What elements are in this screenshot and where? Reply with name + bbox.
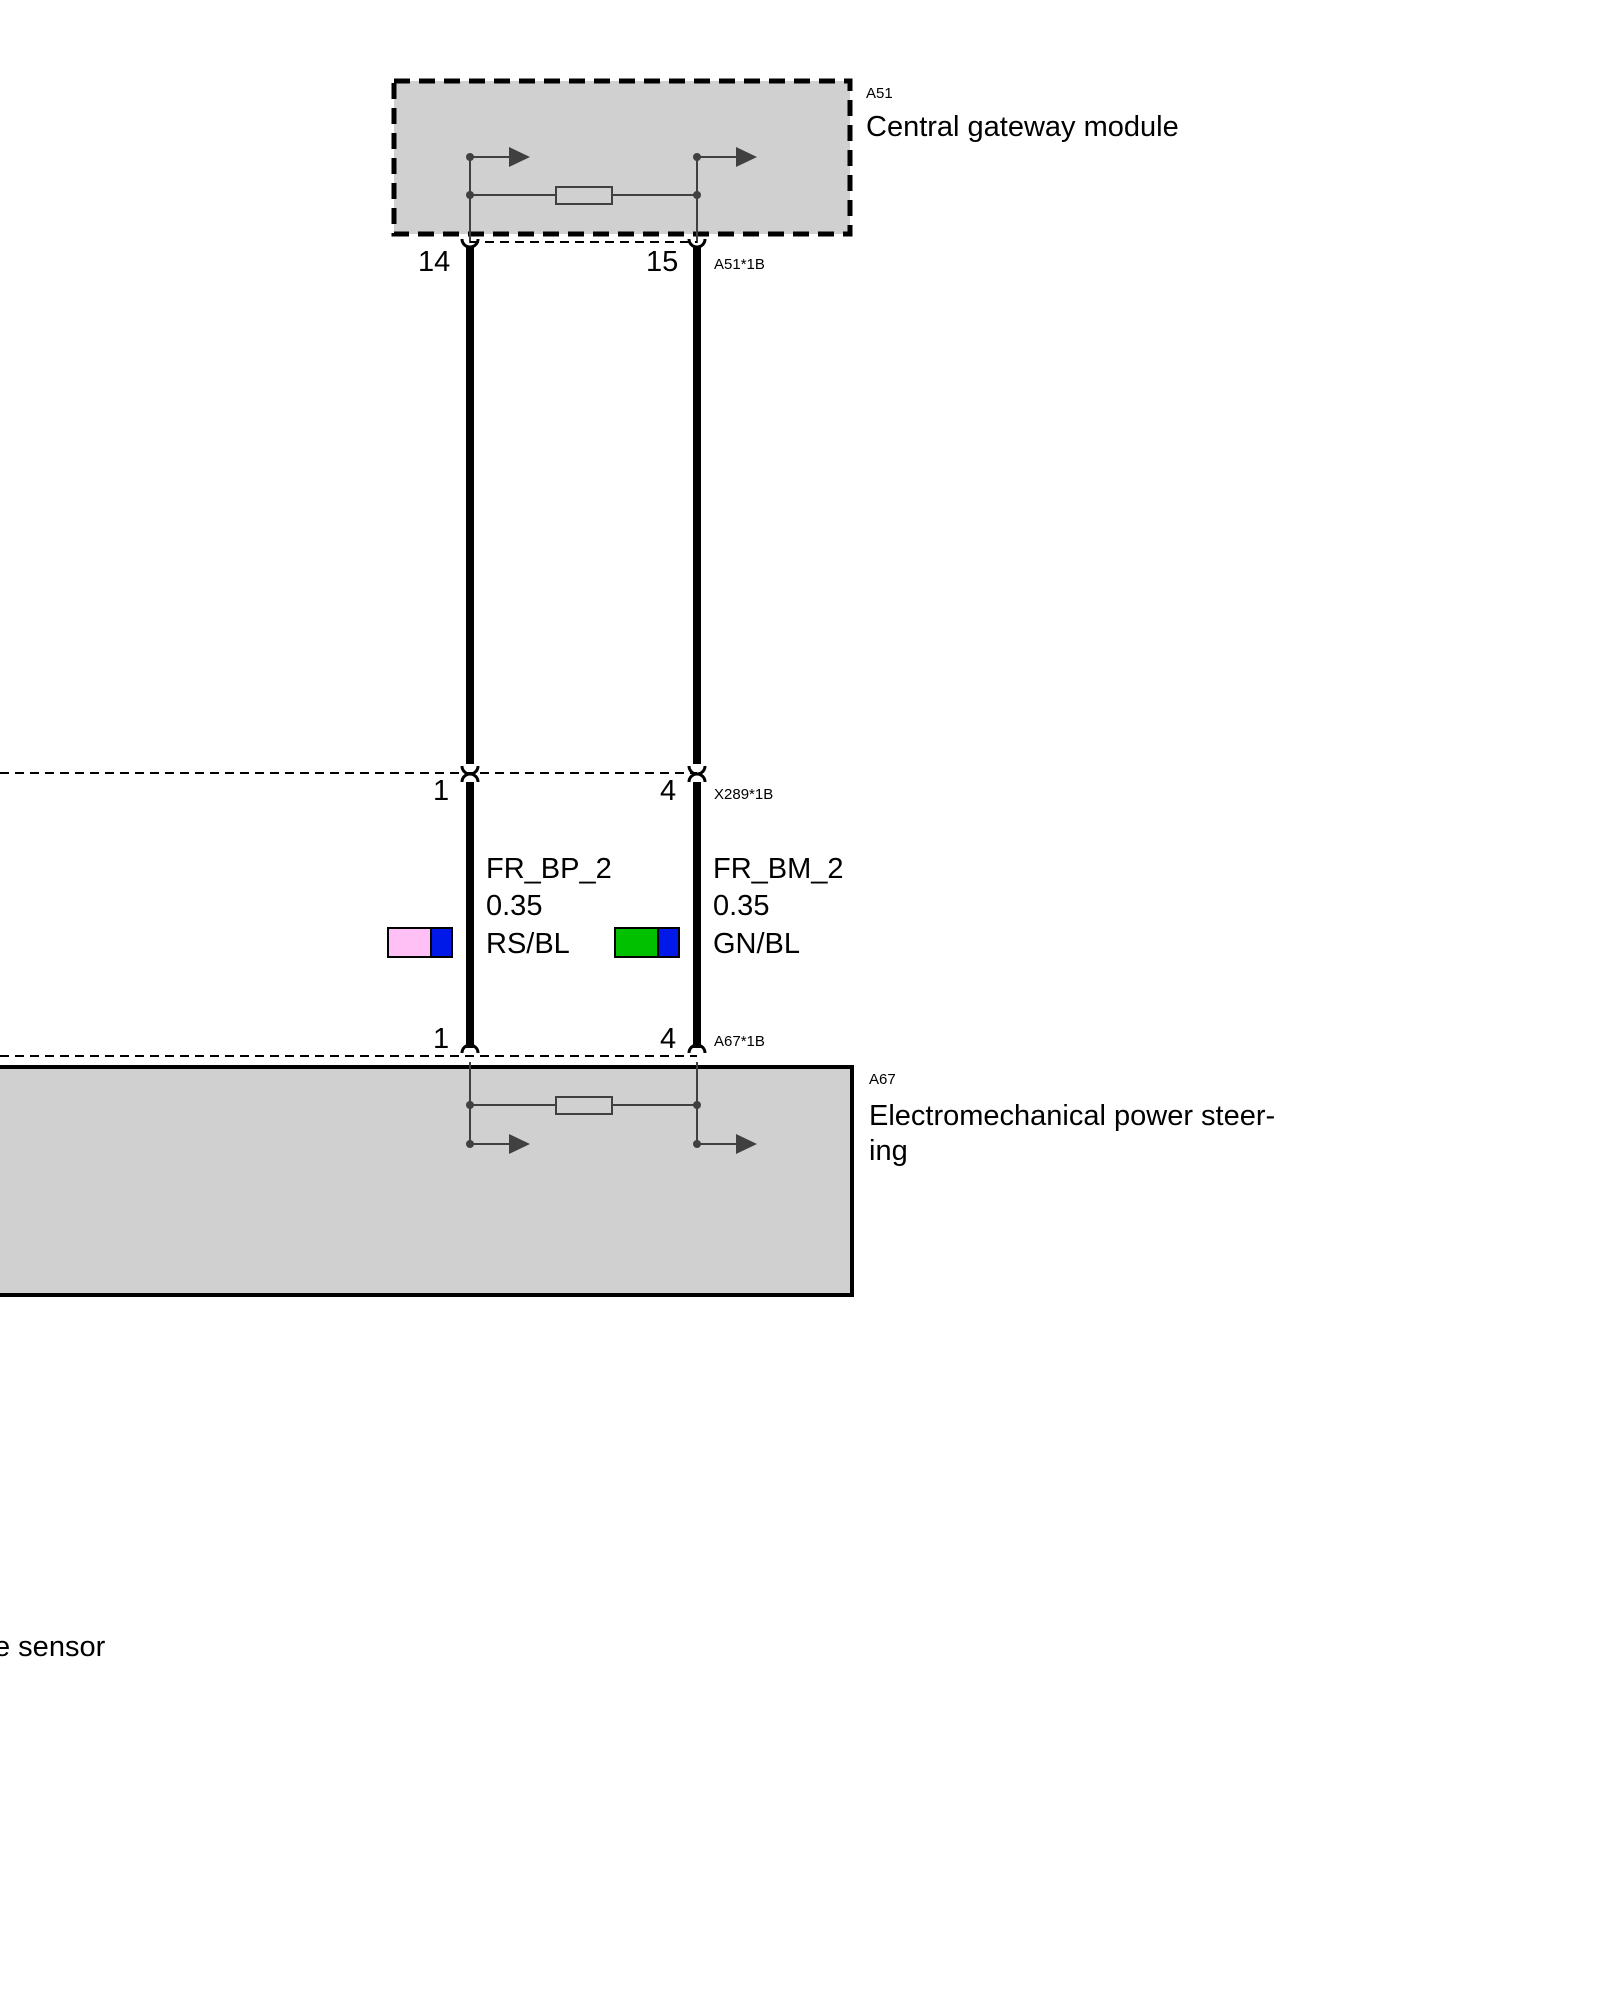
wire-left-gauge: 0.35 [486,890,542,922]
module-a67: A67 Electromechanical power steer- ing [0,1062,1275,1297]
connector-a67-1b-label: A67*1B [714,1033,765,1050]
connector-a51-1b-label: A51*1B [714,256,765,273]
connector-x289-1b: 1 4 X289*1B [0,765,773,807]
a51-pin-left: 14 [418,246,450,278]
a51-arrowheads [466,147,757,199]
wire-left-color-swatch [387,927,453,958]
module-a67-box [0,1065,854,1297]
x289-pin-left: 1 [433,775,449,807]
wire-right-color-swatch [614,927,680,958]
a51-terminator-symbol [469,156,737,243]
a67-arrowheads [466,1101,757,1154]
wire-right-color-code: GN/BL [713,928,800,960]
wire-left-color-code: RS/BL [486,928,570,960]
connector-a51-1b: 14 15 A51*1B [418,238,765,278]
module-a67-name-line2: ing [869,1135,908,1167]
wire-right-labels: FR_BM_2 0.35 GN/BL [614,853,844,960]
wire-left-signal: FR_BP_2 [486,853,612,885]
module-a67-name-line1: Electromechanical power steer- [869,1100,1275,1132]
x289-pin-right: 4 [660,775,676,807]
wire-left-labels: FR_BP_2 0.35 RS/BL [387,853,612,960]
module-a51-box [391,78,853,237]
a67-pin-left: 1 [433,1023,449,1055]
a67-pin-right: 4 [660,1023,676,1055]
wire-right-gauge: 0.35 [713,890,769,922]
module-a67-code: A67 [869,1071,896,1088]
connector-a67-1b: 1 4 A67*1B [0,1023,765,1057]
module-a51-name: Central gateway module [866,111,1179,143]
connector-x289-1b-label: X289*1B [714,786,773,803]
wire-right-signal: FR_BM_2 [713,853,844,885]
module-a51-code: A51 [866,85,893,102]
partial-sensor-label: e sensor [0,1631,106,1663]
a51-pin-right: 15 [646,246,678,278]
module-a51: A51 Central gateway module [391,78,1179,243]
a67-terminator-symbol [469,1062,737,1145]
